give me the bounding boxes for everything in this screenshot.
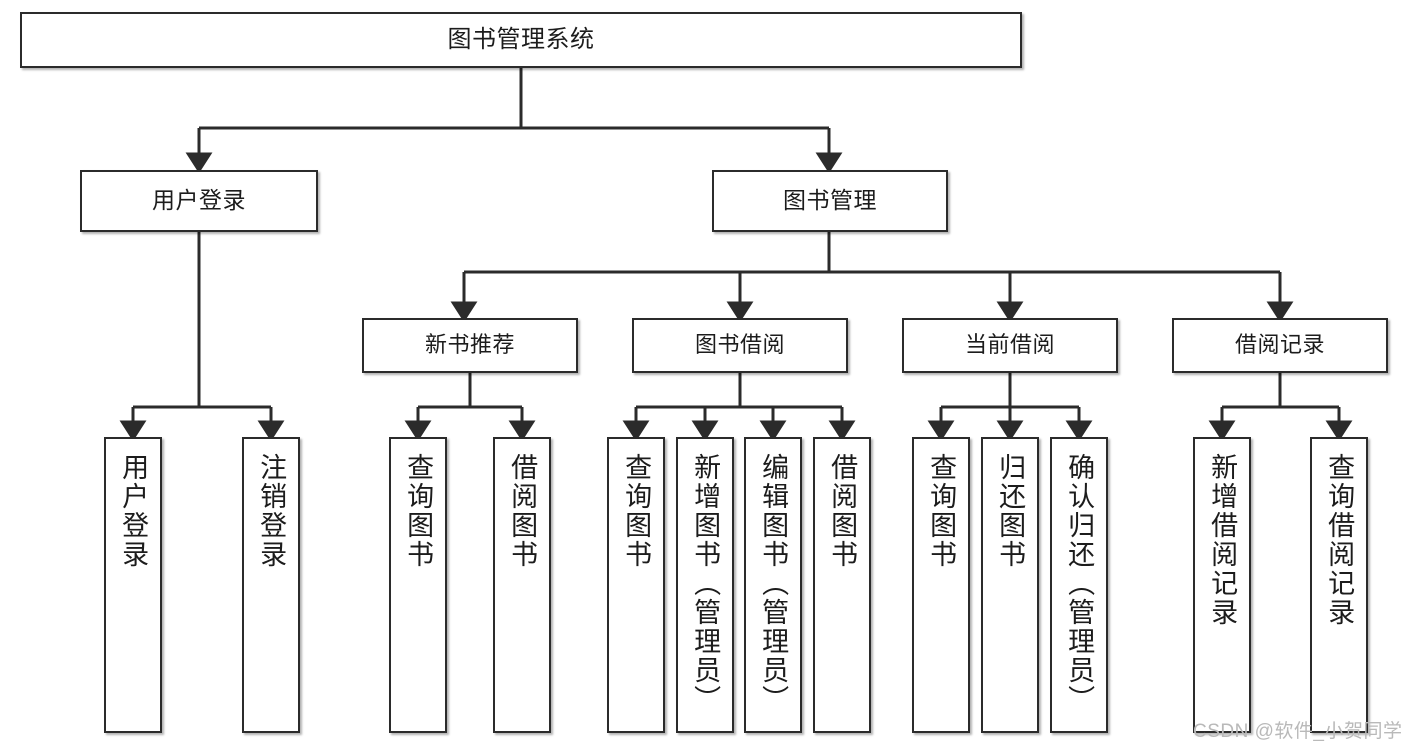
node-label: 查询图书 <box>926 453 957 569</box>
node-leaf-edit-book-admin[interactable]: 编辑图书（管理员） <box>744 437 802 733</box>
node-label: 新增图书（管理员） <box>690 453 721 714</box>
node-label: 查询图书 <box>621 453 652 569</box>
node-label: 图书借阅 <box>694 332 785 358</box>
node-user-login[interactable]: 用户登录 <box>80 170 318 232</box>
node-leaf-user-login[interactable]: 用户登录 <box>104 437 162 733</box>
node-label: 借阅图书 <box>507 453 538 569</box>
node-label: 查询借阅记录 <box>1324 453 1355 627</box>
node-label: 用户登录 <box>152 187 246 214</box>
node-label: 借阅图书 <box>827 453 858 569</box>
node-leaf-logout[interactable]: 注销登录 <box>242 437 300 733</box>
node-book-management[interactable]: 图书管理 <box>712 170 948 232</box>
node-root-book-management-system[interactable]: 图书管理系统 <box>20 12 1022 68</box>
node-leaf-return-book[interactable]: 归还图书 <box>981 437 1039 733</box>
node-leaf-query-borrow-record[interactable]: 查询借阅记录 <box>1310 437 1368 733</box>
node-new-book-recommend[interactable]: 新书推荐 <box>362 318 578 373</box>
node-borrow-record[interactable]: 借阅记录 <box>1172 318 1388 373</box>
node-book-borrow[interactable]: 图书借阅 <box>632 318 848 373</box>
node-label: 当前借阅 <box>964 332 1055 358</box>
node-label: 查询图书 <box>403 453 434 569</box>
node-label: 用户登录 <box>118 453 149 569</box>
node-label: 归还图书 <box>995 453 1026 569</box>
node-leaf-query-book-current[interactable]: 查询图书 <box>912 437 970 733</box>
node-leaf-confirm-return-admin[interactable]: 确认归还（管理员） <box>1050 437 1108 733</box>
node-label: 图书管理系统 <box>447 25 595 53</box>
watermark-csdn: CSDN @软件_小贺同学 <box>1193 721 1403 742</box>
node-label: 新增借阅记录 <box>1207 453 1238 627</box>
node-label: 新书推荐 <box>424 332 515 358</box>
node-leaf-borrow-book-recommend[interactable]: 借阅图书 <box>493 437 551 733</box>
node-current-borrow[interactable]: 当前借阅 <box>902 318 1118 373</box>
node-leaf-add-borrow-record[interactable]: 新增借阅记录 <box>1193 437 1251 733</box>
node-leaf-query-book-recommend[interactable]: 查询图书 <box>389 437 447 733</box>
node-label: 注销登录 <box>256 453 287 569</box>
node-label: 编辑图书（管理员） <box>758 453 789 714</box>
node-label: 确认归还（管理员） <box>1064 453 1095 714</box>
node-label: 图书管理 <box>783 187 877 214</box>
node-label: 借阅记录 <box>1234 332 1325 358</box>
node-leaf-query-book-borrow[interactable]: 查询图书 <box>607 437 665 733</box>
node-leaf-add-book-admin[interactable]: 新增图书（管理员） <box>676 437 734 733</box>
node-leaf-borrow-book[interactable]: 借阅图书 <box>813 437 871 733</box>
